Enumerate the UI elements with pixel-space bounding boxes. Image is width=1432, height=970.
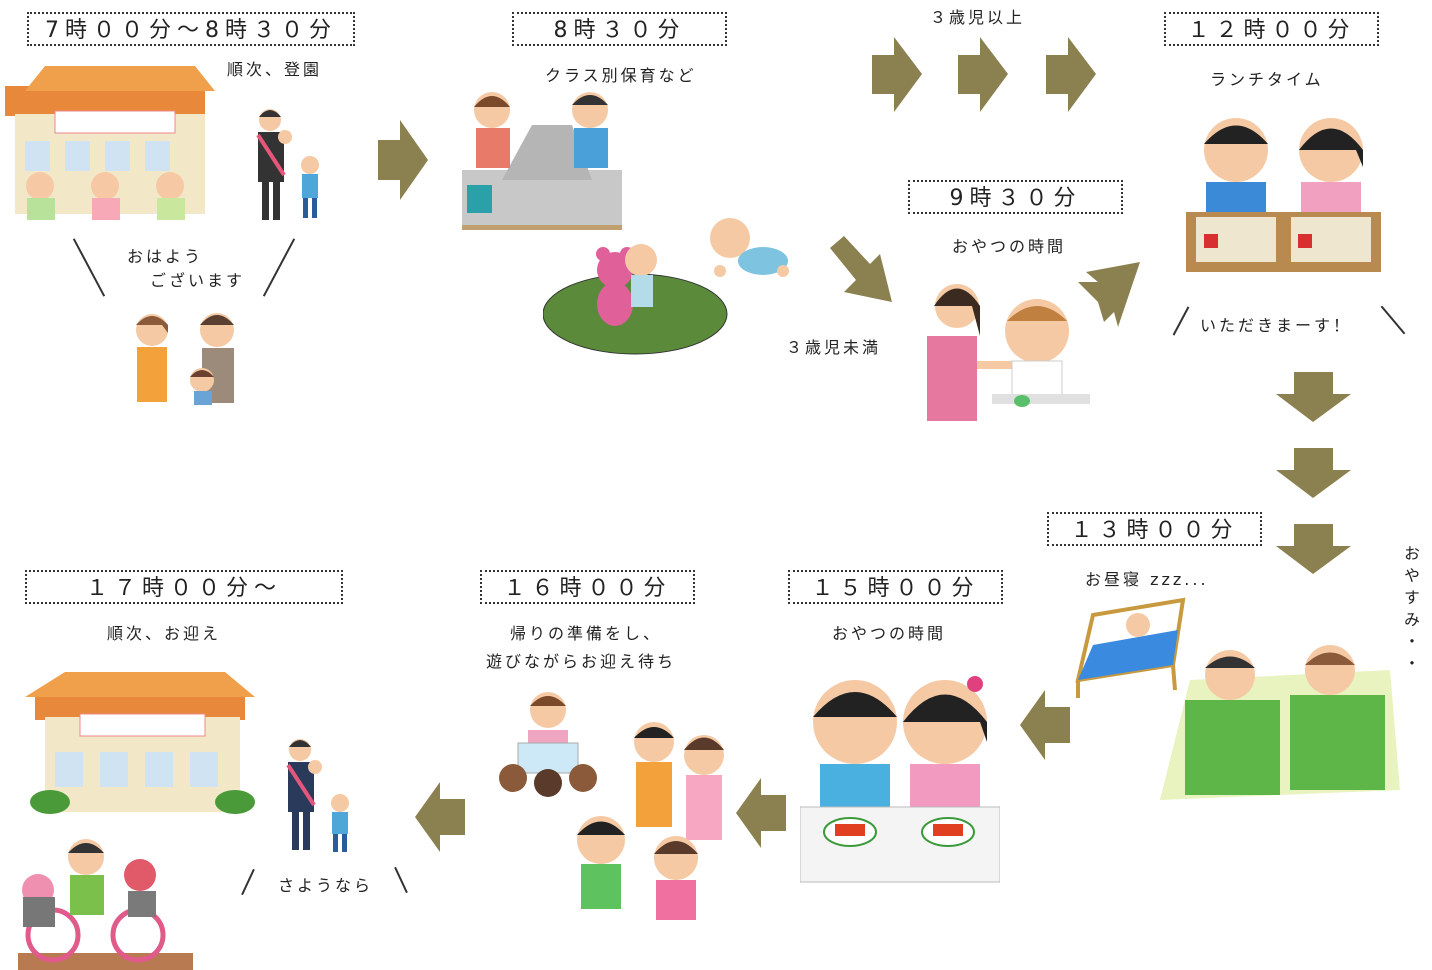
caption-2: クラス別保育など — [545, 66, 697, 85]
arrow-diag-down — [830, 236, 892, 302]
speech-line-right-3 — [394, 866, 408, 894]
nursery-building-icon — [5, 66, 215, 220]
label-age-over3: ３歳児以上 — [930, 8, 1026, 27]
caption-5: お昼寝 zzz... — [1085, 570, 1209, 589]
parent-child-icon — [256, 109, 319, 220]
sandbox-icon — [462, 92, 622, 230]
label-age-under3: ３歳児未満 — [786, 338, 882, 357]
nap-icon — [1160, 645, 1400, 800]
feeding-icon — [927, 284, 1090, 421]
time-box-3: 9時３０分 — [908, 180, 1123, 214]
speech-line-right-2 — [1380, 305, 1406, 335]
bicycle-icon — [18, 839, 193, 970]
speech-itadakimasu: いただきまーす！ — [1200, 316, 1353, 335]
time-box-8: １７時００分～ — [25, 570, 343, 604]
speech-line-left-2 — [1172, 306, 1190, 336]
arrow-right-3 — [958, 37, 1008, 112]
arrow-down-1 — [1276, 372, 1351, 422]
speech-line-right — [262, 238, 296, 297]
arrow-down-3 — [1276, 524, 1351, 574]
crawling-baby-icon — [710, 218, 789, 277]
speech-line-left — [72, 238, 106, 297]
time-box-1: 7時００分～8時３０分 — [27, 12, 355, 46]
snack-kids-icon — [800, 676, 1000, 883]
time-box-5: １３時００分 — [1047, 512, 1262, 546]
caption-4: ランチタイム — [1210, 70, 1324, 89]
caption-7b: 遊びながらお迎え待ち — [486, 652, 677, 671]
arrow-diag-up — [1078, 262, 1140, 327]
arrow-down-2 — [1276, 448, 1351, 498]
greeting-icon — [136, 313, 234, 405]
caption-8: 順次、お迎え — [107, 624, 222, 643]
vertical-oyasumi: おやすみ・・ — [1401, 545, 1420, 677]
speech-line-left-3 — [241, 868, 255, 896]
parent-child-icon-2 — [286, 739, 349, 852]
time-box-2: 8時３０分 — [512, 12, 727, 46]
arrow-left-3 — [415, 782, 465, 852]
caption-7: 帰りの準備をし、 — [510, 624, 663, 643]
caption-3: おやつの時間 — [952, 237, 1067, 256]
arrow-left-1 — [1020, 690, 1070, 760]
caption-1: 順次、登園 — [227, 60, 323, 79]
lunch-icon — [1186, 118, 1381, 272]
speech-good-morning: おはよう — [127, 247, 204, 266]
baby-play-icon — [543, 244, 728, 355]
family-icon — [577, 722, 724, 920]
arrow-left-2 — [736, 778, 786, 848]
speech-good-morning-2: ございます — [150, 271, 246, 290]
arrow-right-2 — [872, 37, 922, 112]
time-box-7: １６時００分 — [480, 570, 695, 604]
time-box-4: １２時００分 — [1164, 12, 1379, 46]
time-box-6: １５時００分 — [788, 570, 1003, 604]
arrow-right-4 — [1046, 37, 1096, 112]
teacher-reading-icon — [499, 692, 597, 797]
caption-6: おやつの時間 — [832, 624, 947, 643]
arrow-right-1 — [378, 120, 428, 200]
crib-icon — [1075, 597, 1186, 698]
nursery-building-icon-2 — [25, 672, 255, 814]
speech-sayonara: さようなら — [278, 876, 374, 895]
